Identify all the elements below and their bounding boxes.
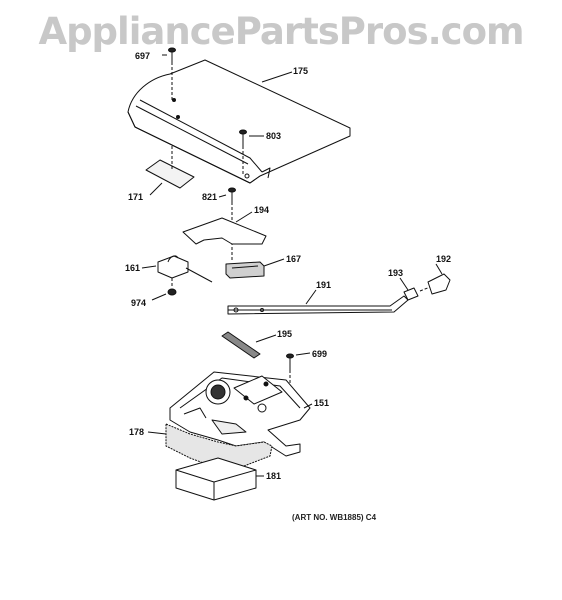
callout-195: 195 <box>277 329 293 339</box>
art-number: (ART NO. WB1885) C4 <box>292 513 377 522</box>
part-181-block <box>175 457 264 501</box>
callout-181: 181 <box>266 471 282 481</box>
part-194-bracket <box>182 211 267 245</box>
part-178-insulation <box>147 423 273 471</box>
callout-699: 699 <box>312 349 328 359</box>
callout-821: 821 <box>202 192 218 202</box>
callout-161: 161 <box>125 263 141 273</box>
callout-193: 193 <box>388 268 404 278</box>
callout-178: 178 <box>129 427 145 437</box>
part-175-cover <box>127 59 351 184</box>
callout-171: 171 <box>128 192 144 202</box>
callout-194: 194 <box>254 205 270 215</box>
part-697-screw <box>162 47 176 100</box>
part-171-plate <box>145 146 195 196</box>
callout-803: 803 <box>266 131 282 141</box>
callout-167: 167 <box>286 254 302 264</box>
part-193-connector <box>399 277 419 301</box>
callout-697: 697 <box>135 51 151 61</box>
callout-175: 175 <box>293 66 309 76</box>
part-974-nut <box>151 288 177 301</box>
part-151-mechanism <box>169 371 313 457</box>
callout-151: 151 <box>314 398 330 408</box>
callout-192: 192 <box>436 254 452 264</box>
part-191-rod <box>227 289 409 315</box>
part-161-switch <box>141 255 213 286</box>
part-821-screw <box>218 187 236 262</box>
callout-974: 974 <box>131 298 147 308</box>
part-192-knob <box>419 263 451 295</box>
part-699-screw <box>286 352 311 392</box>
watermark: AppliancePartsPros.com <box>38 10 524 53</box>
callout-191: 191 <box>316 280 332 290</box>
part-195-strip <box>221 331 277 359</box>
part-803-screw <box>239 129 264 176</box>
part-167-block <box>225 258 285 279</box>
